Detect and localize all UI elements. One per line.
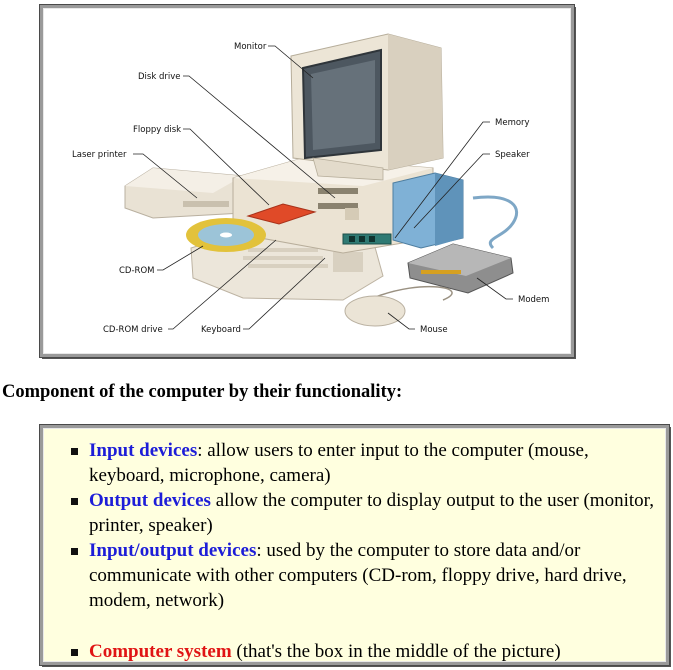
term-computer-system: Computer system xyxy=(89,641,232,662)
term-input-output-devices: Input/output devices xyxy=(89,540,257,561)
label-disk-drive: Disk drive xyxy=(138,72,180,82)
leader-lines xyxy=(133,45,513,330)
label-modem: Modem xyxy=(518,295,549,305)
description-input-devices: : allow users to enter input to the comp… xyxy=(89,440,589,486)
term-output-devices: Output devices xyxy=(89,490,211,511)
floppy-disk-illustration xyxy=(246,203,317,225)
term-input-devices: Input devices xyxy=(89,440,198,461)
square-bullet-icon xyxy=(71,448,78,455)
label-mouse: Mouse xyxy=(420,325,448,335)
list-item-input-devices: Input devices: allow users to enter inpu… xyxy=(43,438,666,488)
description-computer-system: (that's the box in the middle of the pic… xyxy=(231,641,561,662)
section-heading: Component of the computer by their funct… xyxy=(2,382,403,402)
label-cd-rom-drive: CD-ROM drive xyxy=(103,325,163,335)
speaker-illustration xyxy=(392,172,464,249)
description-input-output-devices: : used by the computer to store data and… xyxy=(89,540,627,611)
square-bullet-icon xyxy=(71,548,78,555)
computer-components-figure: Monitor Disk drive Floppy disk Laser pri… xyxy=(39,4,575,358)
description-output-devices: allow the computer to display output to … xyxy=(89,490,654,536)
monitor-illustration xyxy=(290,33,444,181)
label-memory: Memory xyxy=(495,118,530,128)
functionality-box: Input devices: allow users to enter inpu… xyxy=(39,424,670,666)
label-monitor: Monitor xyxy=(234,42,267,52)
square-bullet-icon xyxy=(71,498,78,505)
functionality-list: Input devices: allow users to enter inpu… xyxy=(43,438,666,664)
modem-illustration xyxy=(407,195,519,294)
label-laser-printer: Laser printer xyxy=(72,150,127,160)
label-keyboard: Keyboard xyxy=(201,325,241,335)
mouse-illustration xyxy=(344,285,453,327)
list-item-input-output-devices: Input/output devices: used by the comput… xyxy=(43,538,666,613)
list-item-computer-system: Computer system (that's the box in the m… xyxy=(43,639,666,664)
cd-rom-illustration xyxy=(186,218,266,252)
list-item-output-devices: Output devices allow the computer to dis… xyxy=(43,488,666,538)
label-cd-rom: CD-ROM xyxy=(119,266,154,276)
computer-illustration: Monitor Disk drive Floppy disk Laser pri… xyxy=(72,33,549,335)
label-floppy-disk: Floppy disk xyxy=(133,125,181,135)
laser-printer-illustration xyxy=(124,167,244,219)
label-speaker: Speaker xyxy=(495,150,530,160)
memory-illustration xyxy=(342,233,392,245)
square-bullet-icon xyxy=(71,649,78,656)
